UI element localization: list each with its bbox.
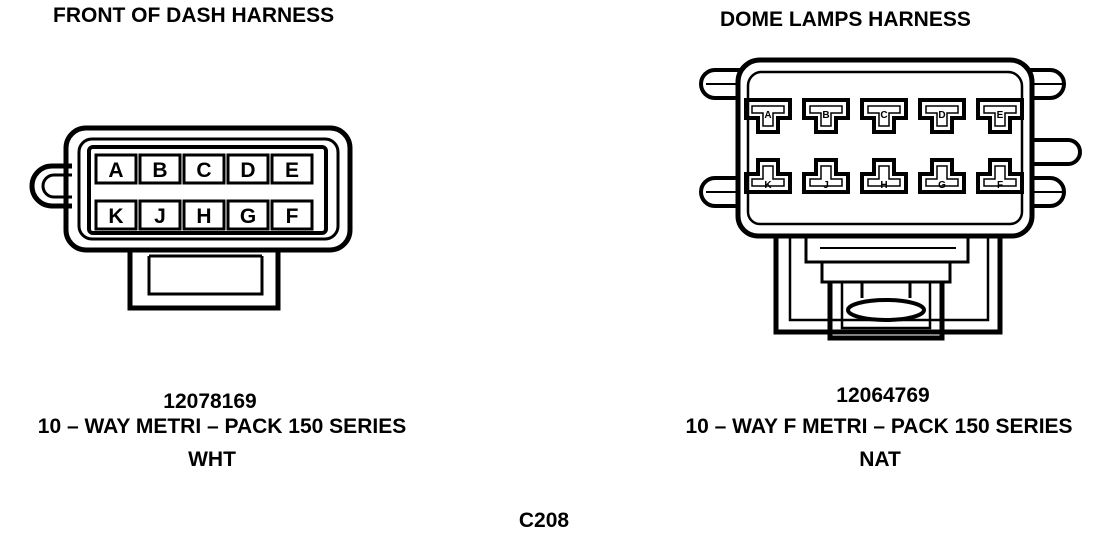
right-pin-c: C <box>860 98 908 134</box>
svg-text:B: B <box>152 159 167 182</box>
svg-text:D: D <box>240 159 255 182</box>
left-part-number: 12078169 <box>163 390 257 413</box>
left-pin-cavities: A B C D E K J H G F <box>94 153 314 231</box>
svg-text:K: K <box>108 205 123 228</box>
left-pin-f: F <box>270 199 314 231</box>
right-connector <box>699 57 1082 341</box>
svg-text:C: C <box>880 110 887 121</box>
right-part-number: 12064769 <box>836 384 930 407</box>
svg-text:C: C <box>196 159 211 182</box>
right-pin-j: J <box>802 158 850 194</box>
left-connector <box>29 125 353 311</box>
connector-id: C208 <box>518 509 570 532</box>
svg-text:E: E <box>997 110 1004 121</box>
right-connector-title: DOME LAMPS HARNESS <box>720 8 971 31</box>
svg-text:A: A <box>764 110 771 121</box>
svg-text:B: B <box>822 110 829 121</box>
left-pin-c: C <box>182 153 226 185</box>
left-pin-k: K <box>94 199 138 231</box>
svg-text:K: K <box>764 180 772 191</box>
left-part-description: 10 – WAY METRI – PACK 150 SERIES <box>37 415 407 438</box>
svg-text:H: H <box>880 180 887 191</box>
right-pin-e: E <box>976 98 1024 134</box>
right-pin-a: A <box>744 98 792 134</box>
right-pin-d: D <box>918 98 966 134</box>
svg-text:E: E <box>285 159 299 182</box>
svg-text:F: F <box>997 180 1003 191</box>
left-pin-h: H <box>182 199 226 231</box>
left-pin-g: G <box>226 199 270 231</box>
left-connector-title: FRONT OF DASH HARNESS <box>53 4 335 27</box>
svg-text:F: F <box>286 205 299 228</box>
left-pin-a: A <box>94 153 138 185</box>
svg-text:H: H <box>196 205 211 228</box>
left-housing-color: WHT <box>188 448 236 471</box>
right-part-description: 10 – WAY F METRI – PACK 150 SERIES <box>685 415 1073 438</box>
right-housing-color: NAT <box>859 448 901 471</box>
svg-text:D: D <box>938 110 945 121</box>
right-pin-b: B <box>802 98 850 134</box>
svg-text:G: G <box>938 180 946 191</box>
left-pin-j: J <box>138 199 182 231</box>
svg-text:J: J <box>154 205 166 228</box>
left-pin-d: D <box>226 153 270 185</box>
left-pin-b: B <box>138 153 182 185</box>
right-pin-h: H <box>860 158 908 194</box>
svg-text:G: G <box>240 205 256 228</box>
right-pin-f: F <box>976 158 1024 194</box>
svg-text:A: A <box>108 159 123 182</box>
right-pin-k: K <box>744 158 792 194</box>
right-pin-g: G <box>918 158 966 194</box>
svg-text:J: J <box>823 180 829 191</box>
right-pin-cavities: A B C D E K J H G F <box>744 98 1024 194</box>
left-pin-e: E <box>270 153 314 185</box>
